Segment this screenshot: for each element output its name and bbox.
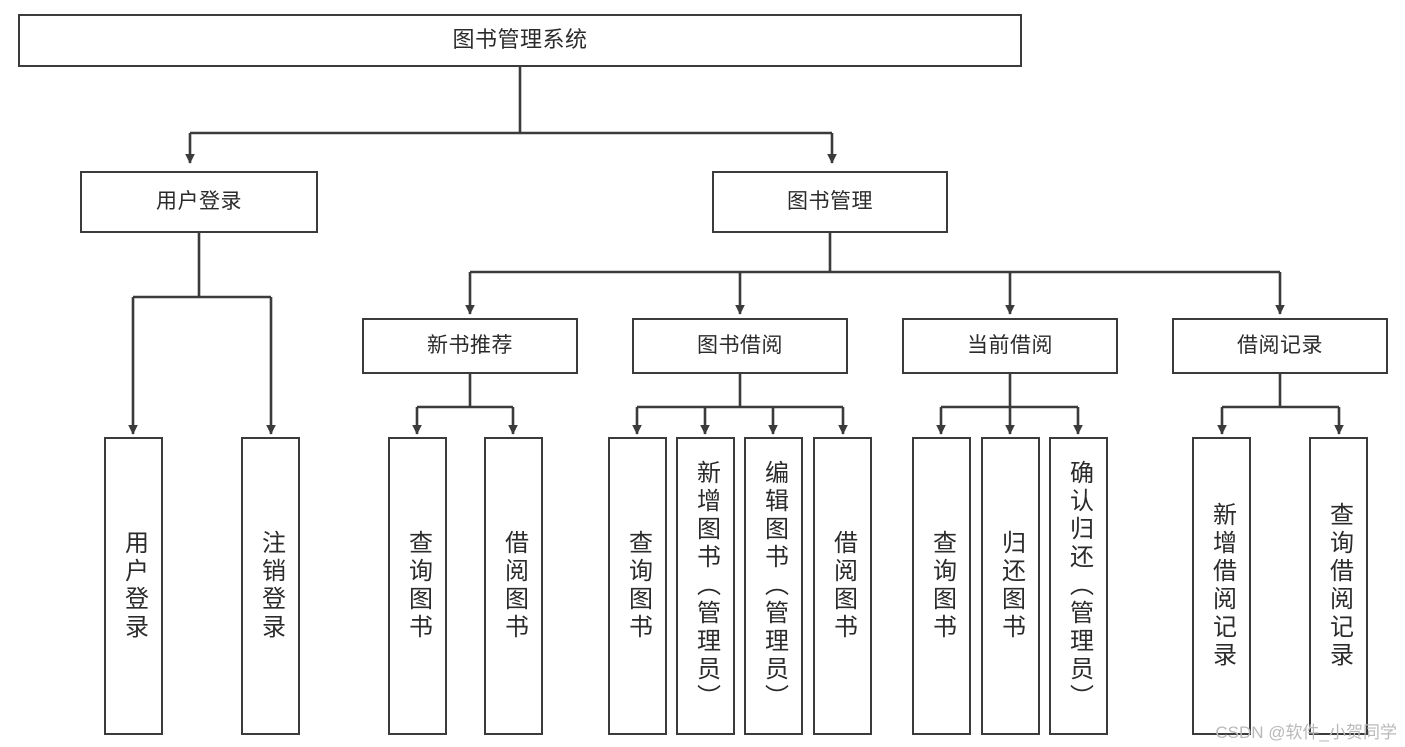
leaf-borrow-query-book[interactable]: 查询图书 [608,437,667,735]
node-label: 查询图书 [928,530,956,642]
leaf-logout[interactable]: 注销登录 [241,437,300,735]
node-label: 当前借阅 [967,334,1053,358]
node-user-login[interactable]: 用户登录 [80,171,318,233]
node-label: 新增图书（管理员） [692,460,720,712]
node-borrow-records[interactable]: 借阅记录 [1172,318,1388,374]
node-book-borrow[interactable]: 图书借阅 [632,318,848,374]
leaf-current-query-book[interactable]: 查询图书 [912,437,971,735]
leaf-user-login[interactable]: 用户登录 [104,437,163,735]
leaf-add-book-admin[interactable]: 新增图书（管理员） [676,437,735,735]
leaf-recommend-query-book[interactable]: 查询图书 [388,437,447,735]
node-label: 新增借阅记录 [1208,502,1236,670]
leaf-confirm-return-admin[interactable]: 确认归还（管理员） [1049,437,1108,735]
node-label: 图书管理系统 [452,27,588,53]
node-label: 注销登录 [257,530,285,642]
watermark-text: CSDN @软件_小贺同学 [1215,723,1397,742]
node-label: 确认归还（管理员） [1065,460,1093,712]
node-label: 图书管理 [787,190,873,214]
node-label: 查询图书 [404,530,432,642]
leaf-edit-book-admin[interactable]: 编辑图书（管理员） [744,437,803,735]
node-label: 查询图书 [624,530,652,642]
node-current-borrow[interactable]: 当前借阅 [902,318,1118,374]
node-label: 查询借阅记录 [1325,502,1353,670]
leaf-borrow-book[interactable]: 借阅图书 [813,437,872,735]
node-book-management[interactable]: 图书管理 [712,171,948,233]
node-label: 借阅图书 [829,530,857,642]
leaf-add-borrow-record[interactable]: 新增借阅记录 [1192,437,1251,735]
node-label: 新书推荐 [427,334,513,358]
leaf-return-book[interactable]: 归还图书 [981,437,1040,735]
node-label: 归还图书 [997,530,1025,642]
node-new-book-recommend[interactable]: 新书推荐 [362,318,578,374]
node-label: 借阅图书 [500,530,528,642]
node-label: 用户登录 [156,190,242,214]
node-root-system[interactable]: 图书管理系统 [18,14,1022,67]
leaf-query-borrow-record[interactable]: 查询借阅记录 [1309,437,1368,735]
node-label: 编辑图书（管理员） [760,460,788,712]
node-label: 用户登录 [120,530,148,642]
leaf-recommend-borrow-book[interactable]: 借阅图书 [484,437,543,735]
node-label: 图书借阅 [697,334,783,358]
node-label: 借阅记录 [1237,334,1323,358]
